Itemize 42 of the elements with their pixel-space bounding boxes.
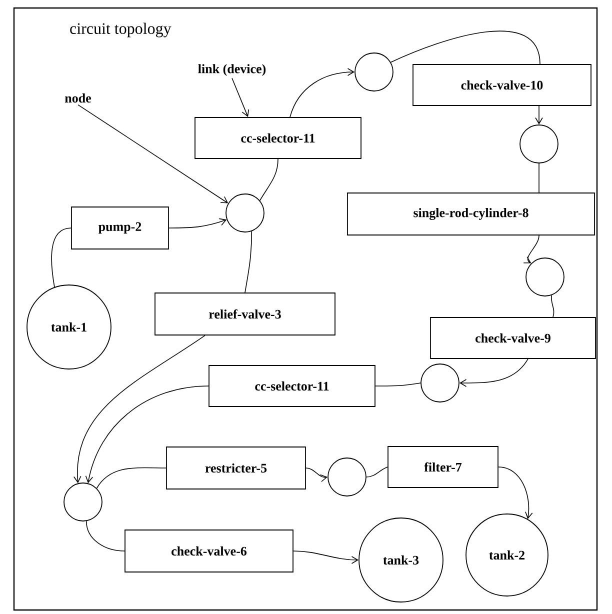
- junction-circle: [354, 52, 394, 92]
- leader-line: [78, 104, 228, 204]
- connector: [244, 230, 252, 293]
- connector: [168, 218, 227, 228]
- device-box: restricter-5: [166, 446, 306, 490]
- connector: [96, 467, 166, 489]
- device-box: single-rod-cylinder-8: [347, 192, 595, 236]
- annotation-text: node: [64, 93, 92, 103]
- device-box: check-valve-10: [412, 64, 592, 106]
- device-box: cc-selector-11: [194, 117, 362, 159]
- connector: [293, 550, 359, 564]
- connector: [498, 466, 533, 520]
- connector: [306, 468, 328, 482]
- annotation-text: link (device): [198, 64, 266, 76]
- connector: [260, 158, 278, 201]
- junction-circle: [420, 364, 460, 402]
- diagram-title: circuit topology: [70, 22, 172, 38]
- connector: [290, 68, 355, 118]
- connector: [551, 294, 554, 318]
- connector: [85, 386, 209, 484]
- junction-circle: [526, 258, 564, 296]
- connector: [459, 358, 528, 387]
- leader-line: [232, 78, 250, 118]
- device-box: check-valve-9: [430, 317, 596, 359]
- connector: [74, 335, 206, 484]
- connector: [390, 30, 540, 64]
- connector: [535, 106, 543, 125]
- connector: [523, 235, 540, 264]
- device-box: cc-selector-11: [208, 365, 376, 407]
- device-box: filter-7: [388, 446, 498, 488]
- junction-circle: [226, 194, 264, 232]
- connector: [375, 382, 421, 386]
- connector: [538, 163, 540, 193]
- junction-circle: [520, 124, 558, 164]
- connector: [51, 228, 72, 288]
- device-box: relief-valve-3: [154, 292, 336, 336]
- junction-circle: [328, 458, 366, 496]
- connector: [86, 520, 125, 552]
- junction-circle: [64, 482, 102, 522]
- connector: [366, 466, 388, 478]
- device-box: pump-2: [71, 206, 169, 250]
- device-box: check-valve-6: [124, 530, 294, 572]
